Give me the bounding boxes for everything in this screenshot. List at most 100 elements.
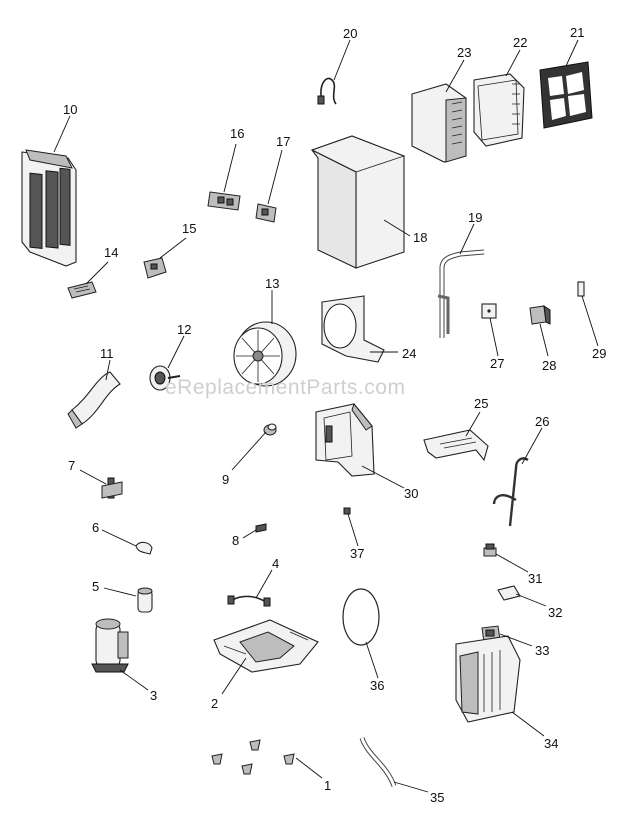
- leader-27: [489, 317, 499, 357]
- leader-36: [365, 641, 379, 679]
- part-30-chassis-frame: [315, 402, 375, 477]
- part-31-drain-plug: [483, 543, 497, 557]
- part-23-evaporator: [411, 83, 467, 163]
- leader-18: [383, 219, 411, 237]
- callout-31: 31: [528, 571, 542, 586]
- leader-5: [103, 587, 137, 597]
- part-11-exhaust-duct: [67, 371, 121, 429]
- callout-36: 36: [370, 678, 384, 693]
- part-32-gasket: [497, 585, 521, 601]
- callout-4: 4: [272, 556, 279, 571]
- part-2-base-pan: [213, 619, 319, 673]
- part-14-control-pcb: [67, 281, 97, 299]
- callout-6: 6: [92, 520, 99, 535]
- part-27-bracket: [481, 303, 497, 319]
- callout-20: 20: [343, 26, 357, 41]
- leader-11: [105, 359, 111, 381]
- leader-23: [445, 59, 465, 93]
- callout-18: 18: [413, 230, 427, 245]
- leader-17: [267, 149, 283, 205]
- part-3-compressor: [91, 618, 129, 673]
- leader-33: [499, 633, 533, 647]
- part-25-drain-tray: [423, 429, 489, 462]
- callout-35: 35: [430, 790, 444, 805]
- leader-2: [221, 657, 247, 695]
- callout-30: 30: [404, 486, 418, 501]
- callout-13: 13: [265, 276, 279, 291]
- part-36-seal-ring: [342, 588, 380, 646]
- part-6-clip: [135, 541, 153, 555]
- leader-32: [515, 593, 547, 607]
- leader-19: [459, 223, 475, 255]
- leader-20: [333, 39, 351, 81]
- part-24-fan-shroud: [321, 295, 385, 363]
- leader-25: [465, 411, 481, 437]
- part-20-sensor: [317, 77, 337, 105]
- part-37-screw: [343, 507, 351, 515]
- leader-3: [119, 669, 149, 691]
- leader-16: [223, 143, 237, 193]
- callout-12: 12: [177, 322, 191, 337]
- callout-11: 11: [100, 346, 114, 361]
- callout-7: 7: [68, 458, 75, 473]
- leader-4: [255, 569, 273, 599]
- callout-34: 34: [544, 736, 558, 751]
- part-5-capacitor: [137, 587, 153, 613]
- callout-5: 5: [92, 579, 99, 594]
- part-1-caster-feet: [211, 739, 295, 775]
- leader-8: [242, 529, 257, 539]
- leader-6: [101, 529, 137, 547]
- part-35-drain-hose: [359, 737, 397, 787]
- callout-3: 3: [150, 688, 157, 703]
- callout-15: 15: [182, 221, 196, 236]
- callout-22: 22: [513, 35, 527, 50]
- part-15-switch: [143, 257, 167, 279]
- part-12-fan-motor: [149, 365, 181, 391]
- part-4-wire-harness: [227, 595, 271, 607]
- callout-24: 24: [402, 346, 416, 361]
- leader-37: [347, 513, 359, 547]
- callout-19: 19: [468, 210, 482, 225]
- leader-14: [85, 261, 109, 285]
- part-34-water-tank: [455, 635, 521, 723]
- callout-33: 33: [535, 643, 549, 658]
- callout-25: 25: [474, 396, 488, 411]
- leader-10: [53, 115, 71, 153]
- callout-29: 29: [592, 346, 606, 361]
- leader-22: [505, 49, 521, 77]
- callout-32: 32: [548, 605, 562, 620]
- callout-23: 23: [457, 45, 471, 60]
- part-19-refrigerant-pipe: [437, 249, 485, 338]
- leader-lines: [53, 39, 599, 793]
- part-29-thermistor: [577, 281, 585, 297]
- callout-37: 37: [350, 546, 364, 561]
- part-22-condenser: [473, 73, 525, 147]
- leader-21: [565, 39, 579, 67]
- part-16-display-board: [207, 191, 241, 211]
- part-9-knob: [263, 423, 277, 436]
- callout-14: 14: [104, 245, 118, 260]
- callout-9: 9: [222, 472, 229, 487]
- part-7-float-switch: [101, 477, 123, 499]
- callout-8: 8: [232, 533, 239, 548]
- leader-26: [521, 427, 543, 465]
- part-13-fan-wheel: [233, 321, 297, 387]
- callout-28: 28: [542, 358, 556, 373]
- leader-15: [159, 237, 187, 259]
- callout-21: 21: [570, 25, 584, 40]
- leader-31: [495, 553, 529, 573]
- leader-1: [295, 757, 323, 779]
- part-26-capillary-tube: [492, 457, 529, 527]
- part-17-receiver-board: [255, 203, 277, 223]
- callout-26: 26: [535, 414, 549, 429]
- callout-16: 16: [230, 126, 244, 141]
- part-28-relay: [529, 304, 551, 325]
- leader-7: [79, 469, 107, 485]
- leader-9: [231, 431, 267, 471]
- part-18-cabinet-cover: [310, 135, 406, 269]
- leader-28: [539, 323, 549, 357]
- leader-29: [581, 295, 599, 347]
- leader-34: [511, 711, 545, 737]
- leader-12: [167, 335, 185, 369]
